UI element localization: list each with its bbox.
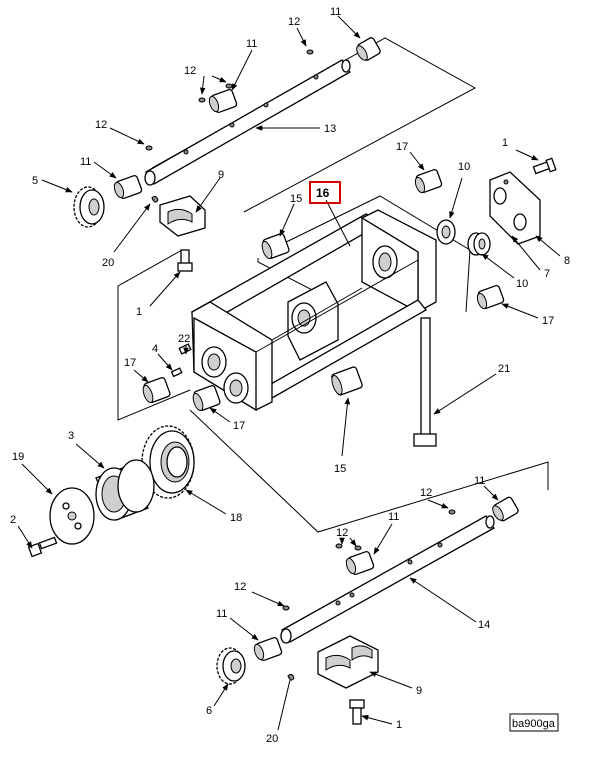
housing-outline (269, 195, 471, 313)
callout-15: 15 (334, 463, 346, 475)
bushing-17-mid (192, 385, 221, 412)
callout-17: 17 (396, 141, 408, 153)
dowel-22 (178, 343, 192, 355)
callout-12: 12 (234, 581, 246, 593)
bearing-block-upper (159, 195, 206, 237)
bushing-right-17b (476, 284, 505, 310)
callout-10: 10 (458, 161, 470, 173)
bolt-lower (349, 699, 365, 725)
bolt-upper (177, 249, 193, 272)
bushing-17-left (142, 377, 171, 404)
main-housing (190, 209, 437, 412)
callout-1: 1 (396, 719, 402, 731)
callout-11: 11 (388, 511, 399, 523)
seal-right-10a (436, 219, 456, 245)
callout-12: 12 (184, 65, 196, 77)
callout-1: 1 (136, 306, 142, 318)
callout-11: 11 (80, 156, 91, 168)
callout-8: 8 (564, 255, 570, 267)
upper-shaft (144, 59, 351, 186)
callout-20: 20 (102, 257, 114, 269)
gear-upper (73, 186, 105, 228)
callout-2: 2 (10, 514, 16, 526)
callout-17: 17 (233, 420, 245, 432)
bushing-lower-right (492, 496, 519, 522)
lower-assembly-outline (189, 409, 549, 533)
callout-21: 21 (498, 363, 510, 375)
bushing-upper-mid (208, 88, 238, 114)
long-bolt-21 (413, 317, 437, 447)
highlight-box (309, 181, 341, 204)
callout-3: 3 (68, 430, 74, 442)
callout-9: 9 (218, 169, 224, 181)
bushing-upper-right (356, 37, 381, 61)
callout-12: 12 (288, 16, 300, 28)
callout-10: 10 (516, 278, 528, 290)
callout-4: 4 (152, 343, 158, 355)
bushing-15-lower (331, 366, 363, 396)
gear-lower (216, 647, 246, 685)
key-lower (287, 673, 295, 681)
right-bearing-cap (489, 171, 541, 245)
callout-12: 12 (336, 527, 348, 539)
bushing-15-upper (261, 233, 290, 260)
callout-13: 13 (324, 123, 336, 135)
callout-20: 20 (266, 733, 278, 745)
callout-11: 11 (216, 608, 227, 620)
callout-11: 11 (246, 38, 257, 50)
dowel-4 (170, 367, 183, 378)
callout-19: 19 (12, 451, 24, 463)
callout-17: 17 (124, 357, 136, 369)
retainer-plate-19 (49, 487, 95, 545)
callout-6: 6 (206, 705, 212, 717)
bolt-2 (27, 536, 58, 558)
gear-18 (141, 425, 195, 499)
callout-22: 22 (178, 333, 190, 345)
callout-15: 15 (290, 193, 302, 205)
pins-lower (282, 509, 456, 611)
callout-11: 11 (474, 475, 485, 487)
callout-1: 1 (502, 137, 508, 149)
bushing-lower-left (253, 636, 283, 662)
callout-9: 9 (416, 685, 422, 697)
bushing-upper-left (113, 174, 143, 200)
callout-16: 16 (316, 186, 330, 200)
callout-5: 5 (32, 175, 38, 187)
callout-labels: 11 12 11 12 12 13 11 5 9 20 1 15 17 10 1… (10, 6, 570, 745)
callout-7: 7 (544, 268, 550, 280)
lower-shaft (280, 515, 495, 644)
highlighted-callout[interactable]: 16 (309, 181, 341, 204)
bearing-3 (95, 459, 155, 521)
figure-code-label: ba900ga (509, 713, 559, 732)
callout-18: 18 (230, 512, 242, 524)
callout-12: 12 (95, 119, 107, 131)
leader-lines (17, 15, 561, 731)
callout-11: 11 (330, 6, 341, 18)
bearing-block-lower (317, 635, 379, 689)
callout-17: 17 (542, 315, 554, 327)
figure-code: ba900ga (512, 718, 556, 730)
key-upper (151, 195, 159, 203)
callout-14: 14 (478, 619, 490, 631)
bushing-lower-mid (345, 550, 375, 576)
callout-12: 12 (420, 487, 432, 499)
bushing-right-17 (414, 168, 443, 194)
screw-right-1 (532, 157, 557, 175)
pins-upper (145, 49, 314, 151)
seal-right-10b (467, 232, 491, 256)
